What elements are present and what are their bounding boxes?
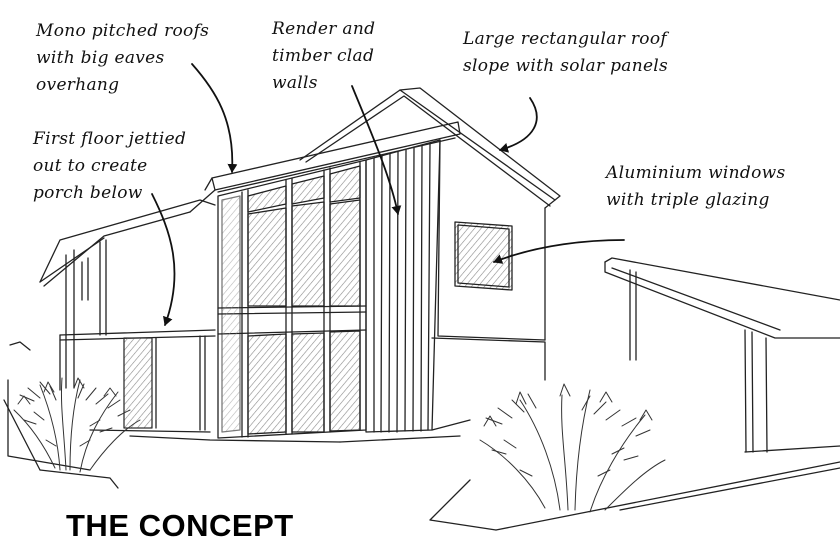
annotation-line: overhang bbox=[36, 75, 120, 95]
annotation-render-walls: Render and timber clad walls bbox=[272, 16, 375, 97]
annotation-jettied-floor: First floor jettied out to create porch … bbox=[33, 126, 186, 207]
annotation-line: out to create bbox=[33, 156, 148, 176]
ground-lines bbox=[3, 341, 840, 531]
arrow-mono-roofs bbox=[191, 63, 238, 173]
arrow-solar-roof bbox=[499, 97, 538, 153]
annotation-line: timber clad bbox=[272, 46, 375, 66]
annotation-line: slope with solar panels bbox=[463, 56, 669, 76]
left-shrub bbox=[13, 377, 141, 473]
annotation-line: porch below bbox=[33, 183, 143, 203]
annotation-line: walls bbox=[272, 73, 318, 93]
right-shrub bbox=[479, 383, 666, 513]
annotation-line: with big eaves bbox=[36, 48, 165, 68]
left-wing bbox=[39, 199, 216, 433]
timber-clad-wall bbox=[365, 139, 441, 433]
annotation-line: First floor jettied bbox=[33, 129, 187, 149]
arrow-render-walls bbox=[351, 85, 402, 215]
central-glazed-block bbox=[189, 121, 461, 439]
annotation-mono-roofs: Mono pitched roofs with big eaves overha… bbox=[36, 18, 209, 99]
arrow-windows bbox=[493, 239, 625, 264]
annotation-windows: Aluminium windows with triple glazing bbox=[606, 160, 786, 214]
gable-block bbox=[299, 87, 561, 431]
arrow-jettied-floor bbox=[151, 193, 176, 326]
annotation-line: Large rectangular roof bbox=[463, 29, 667, 49]
annotation-line: with triple glazing bbox=[606, 190, 770, 210]
right-outbuilding bbox=[604, 257, 840, 453]
annotation-line: Render and bbox=[272, 19, 376, 39]
annotation-line: Aluminium windows bbox=[606, 163, 786, 183]
annotation-solar-roof: Large rectangular roof slope with solar … bbox=[463, 26, 668, 80]
page-title: THE CONCEPT bbox=[66, 508, 294, 543]
annotation-line: Mono pitched roofs bbox=[36, 21, 210, 41]
